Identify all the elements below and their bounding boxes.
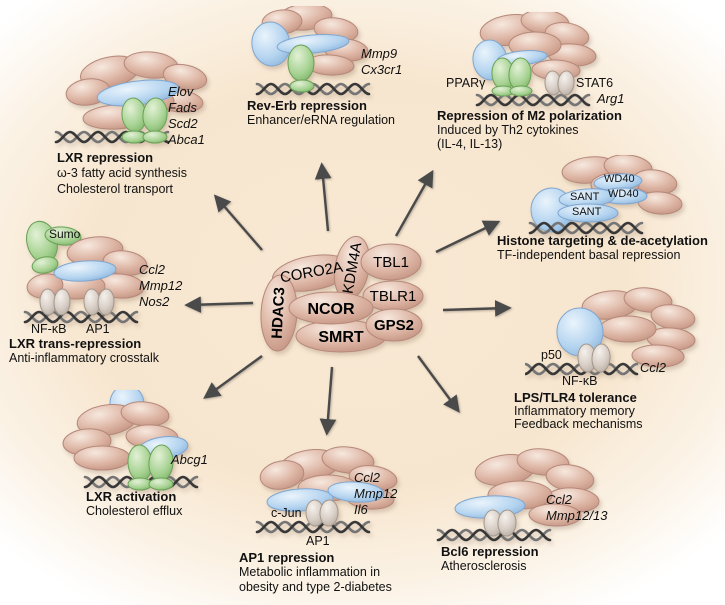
bcl6-dimer-icon	[483, 509, 517, 537]
module-title: Repression of M2 polarization	[437, 108, 622, 123]
lps-tlr4-complex-icon	[525, 287, 696, 376]
subunit-label-smrt: SMRT	[318, 329, 364, 346]
gene-label: Nos2	[139, 294, 170, 309]
lps-genes: Ccl2	[640, 360, 666, 376]
module-subtitle: Enhancer/eRNA regulation	[247, 113, 396, 127]
center-complex-icon: HDAC3 CORO2A KDM4A TBL1 TBLR1 NCOR SMRT …	[260, 235, 424, 353]
arrow-to-rev-erb	[314, 162, 332, 232]
subunit-label-hdac3: HDAC3	[269, 287, 289, 340]
nfkb-dimer-icon	[577, 343, 611, 373]
module-subtitle: Cholesterol transport	[57, 182, 174, 196]
ap1-dimer-icon	[305, 499, 339, 527]
dna-helix-icon	[475, 93, 591, 107]
bcl6-genes: Ccl2 Mmp12/13	[546, 492, 607, 524]
gene-label: Mmp12	[139, 278, 183, 293]
lxr-repression-genes: Elov Fads Scd2 Abca1	[168, 84, 205, 148]
module-title: Bcl6 repression	[441, 544, 539, 559]
lxr-dimer-icon	[121, 97, 168, 144]
protein-label-ap1: AP1	[306, 534, 330, 548]
module-title: AP1 repression	[239, 550, 335, 565]
gene-label: Abcg1	[171, 452, 208, 467]
module-subtitle: Atherosclerosis	[441, 559, 527, 573]
gene-label: Abca1	[168, 132, 205, 147]
gene-label: Il6	[354, 502, 368, 517]
ap1-complex-icon	[255, 446, 398, 534]
gene-label: Arg1	[597, 91, 625, 106]
module-title: LXR trans-repression	[9, 336, 142, 351]
module-title: Rev-Erb repression	[247, 98, 367, 113]
gene-label: Ccl2	[546, 492, 573, 507]
protein-label-nfkb: NF-κB	[31, 322, 67, 336]
lxr-dimer-icon	[127, 444, 174, 491]
rev-erb-genes: Mmp9 Cx3cr1	[361, 46, 402, 78]
stat6-dimer-icon	[544, 70, 575, 96]
subunit-label-gps2: GPS2	[374, 317, 414, 334]
histone-targeting-complex-icon	[528, 155, 683, 235]
subunit-label-ncor: NCOR	[307, 301, 355, 318]
lxr-activation-genes: Abcg1	[171, 452, 208, 468]
arrow-to-lxr-trans-repression	[184, 296, 254, 314]
subunit-label-tblr1: TBLR1	[370, 288, 417, 305]
ap1-genes: Ccl2 Mmp12 Il6	[354, 470, 397, 518]
gene-label: Ccl2	[139, 262, 166, 277]
domain-label-sant: SANT	[570, 191, 600, 203]
module-subtitle: Cholesterol efflux	[86, 504, 183, 518]
module-title: LXR repression	[57, 150, 154, 165]
m2-polarization-complex-icon	[472, 12, 597, 107]
lxr-trans-complex-icon	[23, 220, 148, 324]
ap1-dimer-icon	[83, 288, 115, 316]
arrow-to-bcl6	[417, 355, 460, 413]
protein-label-sumo: Sumo	[49, 227, 81, 241]
protein-label-nfkb: NF-κB	[562, 374, 598, 388]
arrow-to-ap1	[319, 366, 337, 436]
gene-label: Mmp12	[354, 486, 398, 501]
nfkb-dimer-icon	[39, 288, 71, 316]
arrow-to-m2-polarization	[394, 169, 434, 237]
subunit-label-tbl1: TBL1	[373, 254, 409, 271]
m2-genes: Arg1	[597, 91, 624, 107]
rev-erb-icon	[287, 44, 315, 93]
lxr-trans-genes: Ccl2 Mmp12 Nos2	[139, 262, 182, 310]
module-subtitle: Metabolic inflammation in	[239, 565, 381, 579]
domain-label-wd40: WD40	[604, 173, 635, 185]
gene-label: Mmp9	[361, 46, 398, 61]
gene-label: Mmp12/13	[546, 508, 608, 523]
protein-label-ap1: AP1	[86, 322, 110, 336]
arrow-to-histone-targeting	[435, 220, 501, 254]
rev-erb-complex-icon	[251, 6, 371, 96]
module-subtitle: Anti-inflammatory crosstalk	[9, 351, 160, 365]
arrow-to-lps-tlr4	[442, 299, 512, 317]
lxr-activation-complex-icon	[62, 390, 199, 491]
domain-label-sant: SANT	[572, 206, 602, 218]
gene-label: Ccl2	[354, 470, 381, 485]
protein-label-stat6: STAT6	[576, 76, 614, 90]
ppar-dimer-icon	[491, 57, 533, 97]
dna-helix-icon	[23, 310, 139, 324]
bcl6-complex-icon	[436, 448, 600, 542]
protein-label-ppar: PPARγ	[446, 76, 486, 90]
gene-label: Scd2	[168, 116, 198, 131]
gene-label: Fads	[168, 100, 197, 115]
arrow-to-lxr-activation	[203, 355, 263, 399]
module-title: LXR activation	[86, 489, 177, 504]
module-subtitle: Induced by Th2 cytokines	[437, 123, 579, 137]
gene-label: Ccl2	[640, 360, 667, 375]
module-subtitle: ω-3 fatty acid synthesis	[57, 166, 187, 180]
gene-label: Elov	[168, 84, 194, 99]
module-title: Histone targeting & de-acetylation	[497, 233, 708, 248]
module-subtitle: (IL-4, IL-13)	[437, 137, 503, 151]
module-title: LPS/TLR4 tolerance	[514, 390, 637, 405]
module-subtitle: Feedback mechanisms	[514, 417, 643, 431]
domain-label-wd40: WD40	[608, 188, 639, 200]
protein-label-cjun: c-Jun	[271, 506, 302, 520]
module-subtitle: obesity and type 2-diabetes	[239, 580, 392, 594]
protein-label-p50: p50	[541, 348, 562, 362]
lxr-repression-complex-icon	[54, 51, 208, 144]
module-subtitle: TF-independent basal repression	[497, 248, 681, 262]
module-subtitle: Inflammatory memory	[514, 404, 635, 418]
gene-label: Cx3cr1	[361, 62, 403, 77]
